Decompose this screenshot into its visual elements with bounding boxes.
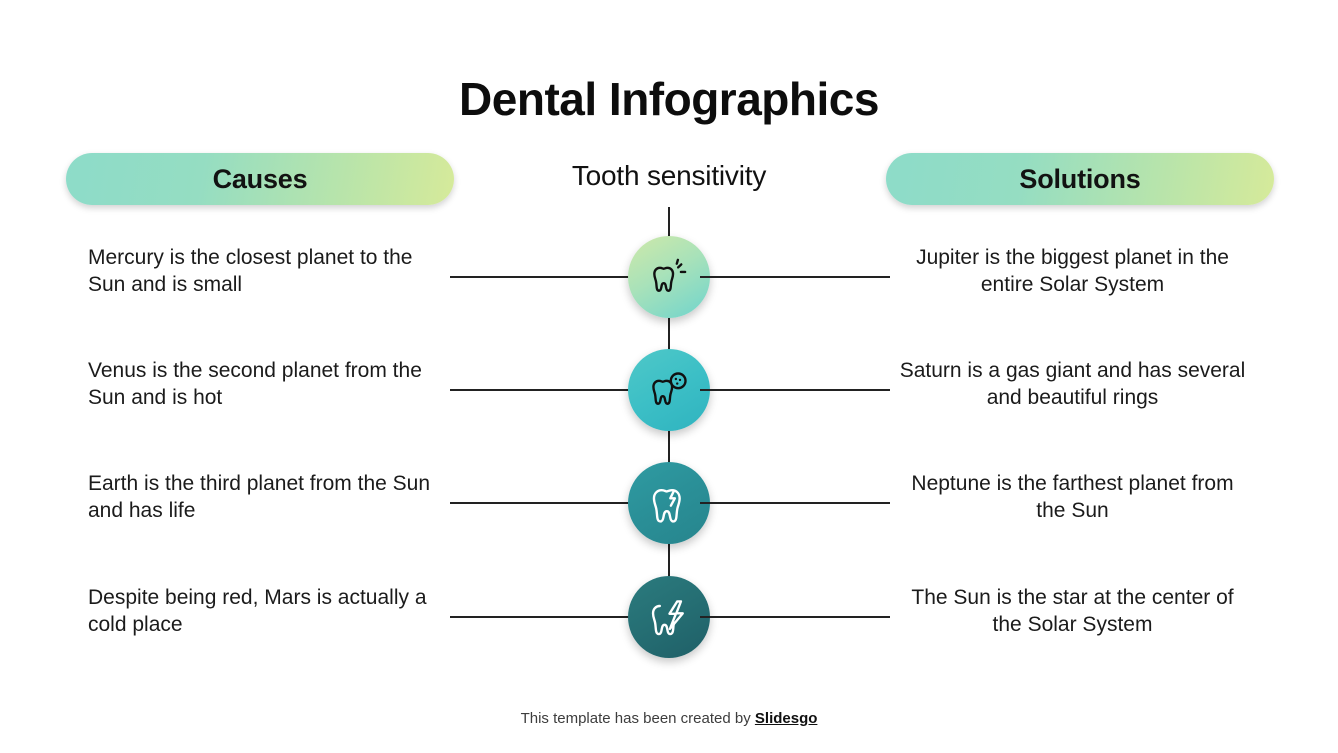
page-title: Dental Infographics [459,73,879,125]
left-item-text: Mercury is the closest planet to the Sun… [88,246,413,296]
connector-line-right [700,389,890,391]
slidesgo-link[interactable]: Slidesgo [754,710,818,727]
right-item-text: Jupiter is the biggest planet in the ent… [916,246,1229,296]
timeline-node[interactable] [628,236,710,318]
timeline-node[interactable] [628,349,710,431]
causes-label: Causes [212,163,308,194]
right-item-text: Neptune is the farthest planet from the … [911,472,1234,522]
left-item-text: Venus is the second planet from the Sun … [88,359,422,409]
timeline-node[interactable] [628,462,710,544]
center-heading: Tooth sensitivity [571,160,767,191]
solutions-label: Solutions [1019,163,1141,194]
cracked-tooth-icon [647,481,691,525]
column-header-solutions: Solutions [886,153,1274,205]
left-item-text: Despite being red, Mars is actually a co… [88,586,427,636]
timeline-row: Despite being red, Mars is actually a co… [0,576,1338,660]
connector-line-left [450,389,640,391]
connector-line-left [450,276,640,278]
tooth-lightning-icon [647,595,691,639]
tooth-bacteria-icon [647,368,691,412]
connector-line-left [450,616,640,618]
sparkling-tooth-icon [647,255,691,299]
right-item-text: Saturn is a gas giant and has several an… [899,359,1246,409]
timeline-row: Venus is the second planet from the Sun … [0,349,1338,433]
timeline-node[interactable] [628,576,710,658]
timeline-row: Mercury is the closest planet to the Sun… [0,236,1338,320]
column-header-causes: Causes [66,153,454,205]
footer-text: This template has been created by [520,710,751,727]
connector-line-right [700,502,890,504]
timeline-row: Earth is the third planet from the Sun a… [0,462,1338,546]
left-item-text: Earth is the third planet from the Sun a… [88,472,431,522]
connector-line-right [700,276,890,278]
footer-credit: This template has been created by Slides… [0,710,1338,727]
connector-line-left [450,502,640,504]
right-item-text: The Sun is the star at the center of the… [911,586,1234,636]
connector-line-right [700,616,890,618]
